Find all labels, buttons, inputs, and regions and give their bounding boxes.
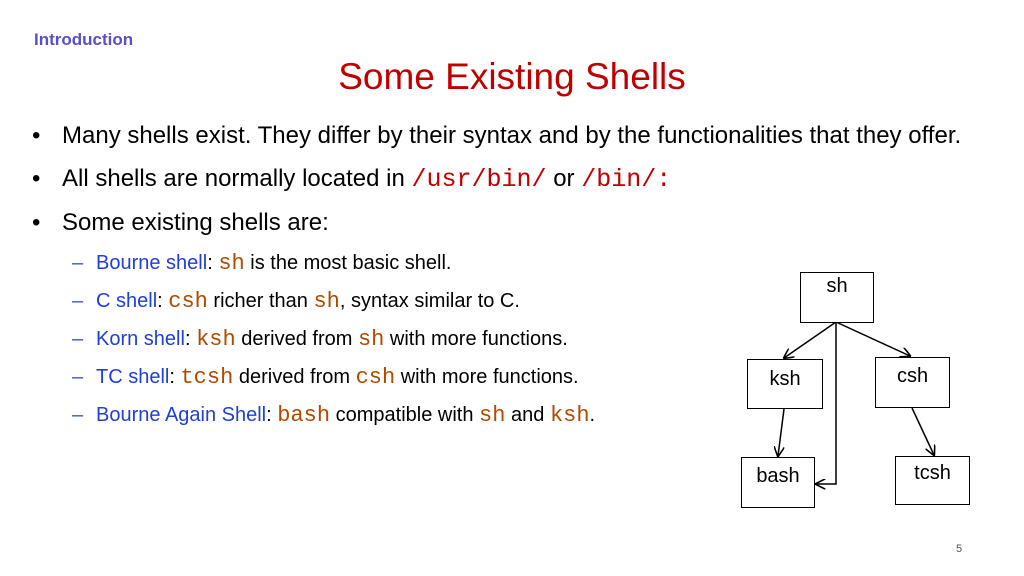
dash-icon: – — [72, 366, 84, 388]
edge-csh-tcsh — [911, 407, 934, 455]
section-label: Introduction — [34, 30, 134, 49]
shell-code: bash — [277, 403, 331, 428]
shell-code: tcsh — [180, 365, 234, 390]
edge-sh-ksh — [784, 321, 837, 358]
sub-bullet-item: – C shell: csh richer than sh, syntax si… — [30, 286, 980, 317]
slide-title: Some Existing Shells — [338, 56, 686, 97]
shell-code: ksh — [549, 403, 590, 428]
edge-ksh-bash — [778, 408, 785, 456]
shell-code: sh — [313, 289, 340, 314]
shell-name: Bourne Again Shell — [96, 404, 267, 426]
code-usr-bin: /usr/bin/ — [411, 165, 547, 194]
bullet-dot-icon: • — [32, 165, 41, 192]
shell-code: csh — [168, 289, 208, 314]
sub-bullet-item: – Bourne Again Shell: bash compatible wi… — [30, 400, 980, 431]
dash-icon: – — [72, 328, 84, 350]
dash-icon: – — [72, 252, 84, 274]
node-bash: bash — [741, 457, 815, 508]
dash-icon: – — [72, 404, 84, 426]
edge-sh-csh — [835, 321, 910, 356]
shell-code: sh — [479, 403, 506, 428]
page-number: 5 — [956, 543, 963, 555]
shell-name: Bourne shell — [96, 252, 208, 274]
bullet-item: • Many shells exist. They differ by thei… — [30, 118, 980, 153]
node-tcsh: tcsh — [895, 456, 970, 505]
sub-bullet-item: – Bourne shell: sh is the most basic she… — [30, 248, 980, 279]
bullet-item: • Some existing shells are: — [30, 205, 980, 240]
shell-code: sh — [218, 251, 245, 276]
edge-sh-bash — [816, 322, 837, 484]
shell-code: sh — [357, 327, 385, 352]
bullet-list: • Many shells exist. They differ by thei… — [30, 118, 980, 438]
bullet-dot-icon: • — [32, 209, 41, 236]
sub-bullet-item: – Korn shell: ksh derived from sh with m… — [30, 324, 980, 355]
shell-name: Korn shell — [96, 328, 185, 350]
node-csh: csh — [875, 357, 950, 408]
sub-bullet-item: – TC shell: tcsh derived from csh with m… — [30, 362, 980, 393]
code-bin: /bin/: — [581, 165, 672, 194]
shell-name: TC shell — [96, 366, 170, 388]
shell-name: C shell — [96, 290, 158, 312]
shell-code: ksh — [196, 327, 236, 352]
dash-icon: – — [72, 290, 84, 312]
node-sh: sh — [800, 272, 874, 323]
node-ksh: ksh — [747, 359, 823, 409]
shell-code: csh — [355, 365, 396, 390]
bullet-item: • All shells are normally located in /us… — [30, 161, 980, 197]
bullet-dot-icon: • — [32, 122, 41, 149]
